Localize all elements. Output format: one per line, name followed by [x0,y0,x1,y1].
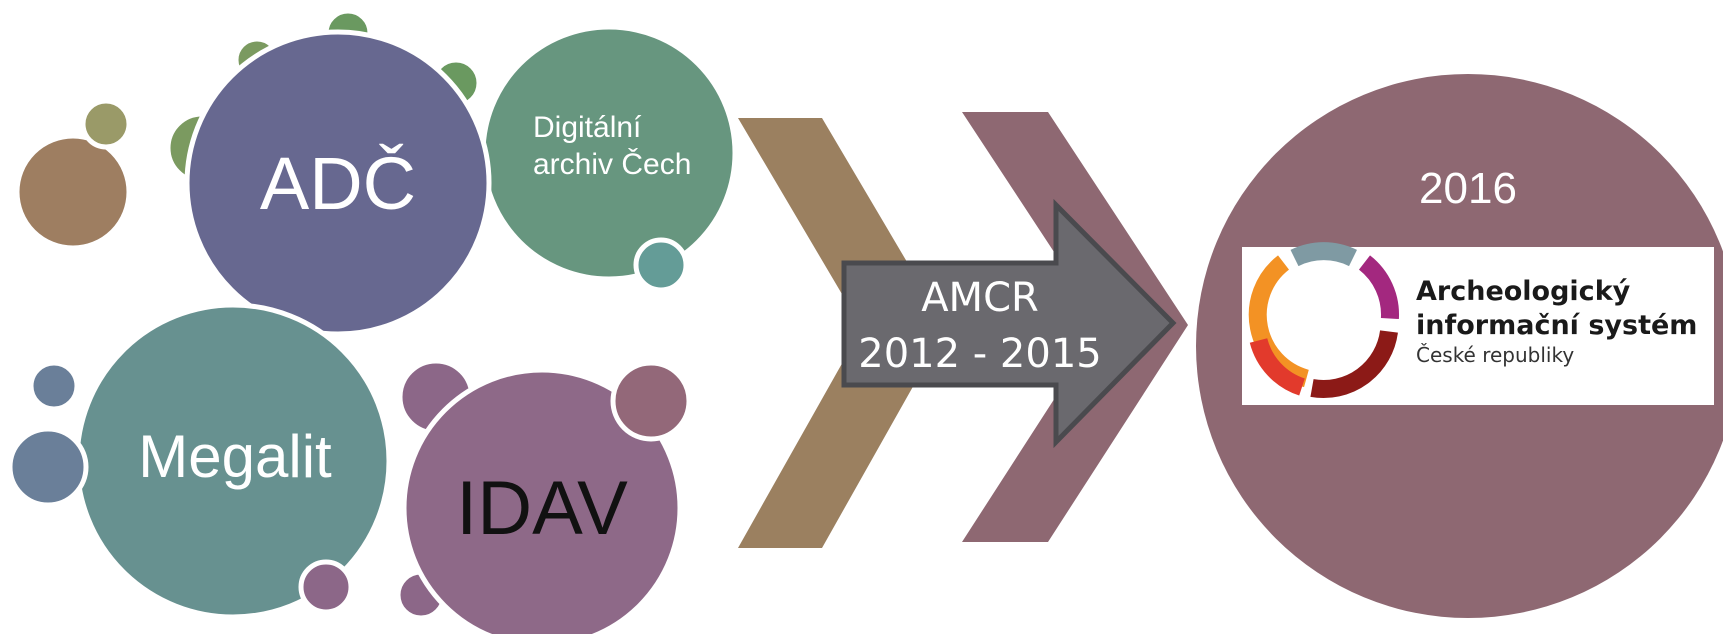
megalit-label: Megalit [138,423,332,490]
bubble [28,360,80,412]
logo-ring-icon [1248,242,1399,398]
idav-circle [401,367,683,639]
idav-label: IDAV [456,466,628,551]
bubble [7,426,89,508]
adc-label: ADČ [260,142,416,225]
digital-archive-label-line2: archiv Čech [533,147,691,181]
bubble [80,98,132,150]
logo-line-3: České republiky [1416,343,1574,367]
bubble [610,360,692,442]
digital-archive-label-line1: Digitální [533,111,642,144]
amcr-arrow [841,198,1177,449]
logo-line-1: Archeologický [1416,276,1631,307]
bubble [14,133,132,251]
result-year: 2016 [1419,164,1517,213]
bubble [298,559,354,615]
bubble [633,237,689,293]
logo-line-2: informační systém [1416,310,1697,341]
logo-background [1242,247,1714,405]
amcr-years: 2012 - 2015 [858,331,1101,377]
amcr-label: AMCR [921,275,1039,321]
ais-logo: Archeologický informační systém České re… [1242,242,1714,405]
adc-circle [184,29,492,337]
